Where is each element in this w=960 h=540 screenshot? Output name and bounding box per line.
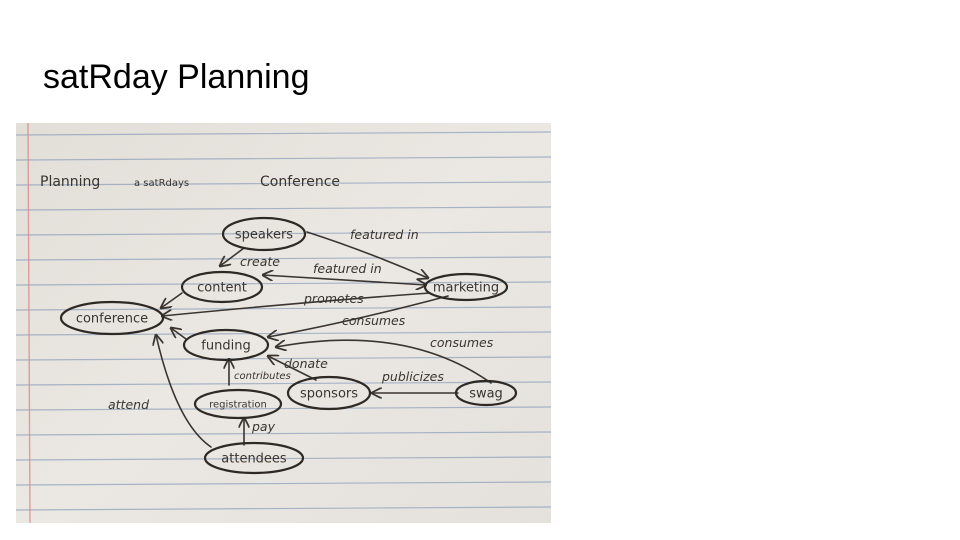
heading-satrdays: a satRdays bbox=[134, 178, 189, 189]
edge-marketing-conference bbox=[162, 292, 431, 316]
node-conference-label: conference bbox=[76, 312, 148, 327]
label-attendees-registration: pay bbox=[251, 419, 276, 434]
label-swag-sponsors: publicizes bbox=[381, 369, 444, 384]
edge-attendees-conference bbox=[156, 335, 212, 448]
diagram-nodes: speakers content marketing conference fu… bbox=[59, 216, 518, 475]
node-attendees-label: attendees bbox=[221, 452, 287, 467]
node-marketing-label: marketing bbox=[433, 281, 499, 296]
label-attendees-conference: attend bbox=[108, 397, 149, 412]
node-conference-oval bbox=[59, 300, 165, 336]
label-marketing-conference: promotes bbox=[303, 291, 364, 306]
heading-planning: Planning bbox=[40, 174, 100, 190]
edge-sponsors-funding bbox=[268, 356, 317, 381]
node-content-label: content bbox=[197, 281, 247, 296]
slide-title: satRday Planning bbox=[43, 58, 310, 96]
node-funding-oval bbox=[182, 328, 270, 362]
notebook-photo: Planning a satRdays Conference bbox=[16, 123, 551, 523]
node-speakers-label: speakers bbox=[235, 228, 293, 243]
heading-conference: Conference bbox=[260, 174, 340, 190]
node-registration-label: registration bbox=[209, 400, 267, 411]
label-registration-funding: contributes bbox=[234, 371, 291, 382]
node-swag: swag bbox=[454, 379, 518, 407]
edge-marketing-funding bbox=[268, 295, 449, 337]
node-speakers: speakers bbox=[221, 216, 307, 252]
node-funding: funding bbox=[182, 328, 270, 362]
node-swag-label: swag bbox=[469, 387, 503, 402]
label-funding-marketing: consumes bbox=[342, 313, 406, 328]
edge-speakers-content bbox=[220, 247, 245, 266]
node-content: content bbox=[180, 270, 264, 304]
node-marketing-oval bbox=[423, 272, 509, 302]
node-registration-oval bbox=[193, 388, 283, 420]
label-speakers-content: create bbox=[240, 254, 280, 269]
node-marketing: marketing bbox=[423, 272, 509, 302]
node-attendees: attendees bbox=[203, 441, 305, 475]
label-speakers-marketing: featured in bbox=[350, 227, 419, 242]
label-swag-funding: consumes bbox=[430, 335, 494, 350]
node-sponsors-label: sponsors bbox=[300, 387, 358, 402]
node-swag-oval bbox=[454, 379, 518, 407]
notebook-heading: Planning a satRdays Conference bbox=[40, 174, 340, 190]
diagram-edges bbox=[156, 231, 492, 448]
node-content-oval bbox=[180, 270, 264, 304]
paper-background bbox=[16, 123, 551, 523]
node-sponsors: sponsors bbox=[286, 375, 372, 411]
margin-line bbox=[27, 123, 31, 523]
edge-swag-funding bbox=[276, 339, 492, 384]
node-attendees-oval bbox=[203, 441, 305, 475]
node-sponsors-oval bbox=[286, 375, 372, 411]
edge-funding-conference bbox=[171, 328, 187, 340]
edge-content-conference bbox=[161, 292, 183, 308]
concept-map-sketch: Planning a satRdays Conference bbox=[16, 123, 551, 523]
label-sponsors-funding: donate bbox=[284, 356, 328, 371]
node-speakers-oval bbox=[221, 216, 307, 252]
node-conference: conference bbox=[59, 300, 165, 336]
label-content-marketing: featured in bbox=[313, 261, 382, 276]
diagram-edge-labels: featured in create featured in promotes … bbox=[108, 227, 494, 434]
node-registration: registration bbox=[193, 388, 283, 420]
edge-content-marketing bbox=[263, 275, 426, 285]
node-funding-label: funding bbox=[201, 339, 250, 354]
